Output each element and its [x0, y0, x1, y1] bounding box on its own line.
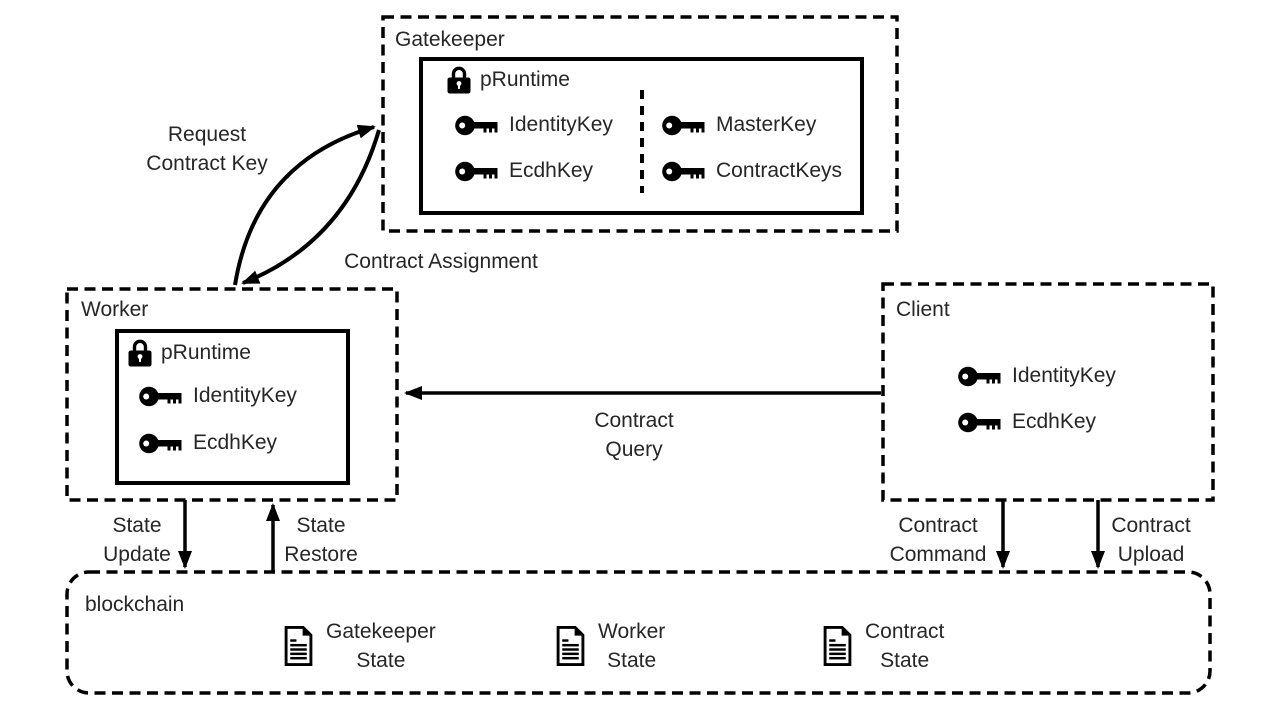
key-icon	[662, 161, 705, 181]
gatekeeper-state-item: Gatekeeper State	[283, 617, 436, 675]
worker-state-label: Worker State	[598, 620, 666, 672]
contract-state-label: Contract State	[865, 620, 945, 672]
worker-pruntime-header: pRuntime	[127, 338, 251, 367]
client-box	[881, 282, 1215, 502]
client-ecdhkey-row: EcdhKey	[958, 410, 1096, 434]
key-icon	[139, 433, 182, 453]
key-label: MasterKey	[716, 113, 817, 136]
key-label: ContractKeys	[716, 159, 843, 182]
lock-icon	[128, 339, 152, 367]
blockchain-title: blockchain	[85, 593, 185, 616]
contract-query-label: Contract Query	[594, 409, 674, 461]
gatekeeper-masterkey-row: MasterKey	[662, 113, 816, 137]
document-icon	[284, 625, 313, 667]
worker-identitykey-row: IdentityKey	[139, 384, 297, 408]
contract-command-label: Contract Command	[889, 514, 987, 566]
gatekeeper-ecdhkey-row: EcdhKey	[455, 159, 593, 183]
key-label: IdentityKey	[193, 384, 297, 407]
key-icon	[662, 115, 705, 135]
lock-icon	[447, 66, 471, 94]
key-label: EcdhKey	[1012, 410, 1097, 433]
document-icon	[823, 625, 852, 667]
document-icon	[556, 625, 585, 667]
key-icon	[958, 412, 1001, 432]
worker-state-item: Worker State	[555, 617, 665, 675]
worker-pruntime-label: pRuntime	[161, 340, 251, 364]
blockchain-box	[65, 570, 1212, 695]
contract-assignment-arrow	[241, 129, 381, 285]
contract-assignment-label: Contract Assignment	[344, 250, 538, 273]
gatekeeper-title: Gatekeeper	[395, 28, 505, 51]
gatekeeper-pruntime-header: pRuntime	[446, 65, 570, 94]
worker-ecdhkey-row: EcdhKey	[139, 431, 277, 455]
request-contract-key-label: Request Contract Key	[146, 123, 268, 175]
client-identitykey-row: IdentityKey	[958, 364, 1116, 388]
key-label: EcdhKey	[509, 159, 594, 182]
key-label: IdentityKey	[509, 113, 613, 136]
request-contract-key-arrow	[233, 124, 376, 286]
state-update-label: State Update	[103, 514, 171, 566]
gatekeeper-contractkeys-row: ContractKeys	[662, 159, 842, 183]
gatekeeper-state-label: Gatekeeper State	[326, 620, 436, 672]
gatekeeper-pruntime-box	[419, 57, 864, 215]
worker-title: Worker	[81, 298, 149, 321]
key-icon	[455, 161, 498, 181]
key-label: IdentityKey	[1012, 364, 1116, 387]
contract-state-item: Contract State	[822, 617, 944, 675]
key-icon	[139, 386, 182, 406]
key-icon	[455, 115, 498, 135]
contract-upload-label: Contract Upload	[1111, 514, 1191, 566]
key-label: EcdhKey	[193, 431, 278, 454]
client-title: Client	[896, 298, 950, 321]
key-icon	[958, 366, 1001, 386]
gatekeeper-pruntime-label: pRuntime	[480, 67, 570, 91]
state-restore-label: State Restore	[284, 514, 358, 566]
worker-pruntime-box	[115, 329, 350, 485]
gatekeeper-box	[381, 15, 899, 233]
gatekeeper-identitykey-row: IdentityKey	[455, 113, 613, 137]
worker-box	[65, 287, 399, 502]
